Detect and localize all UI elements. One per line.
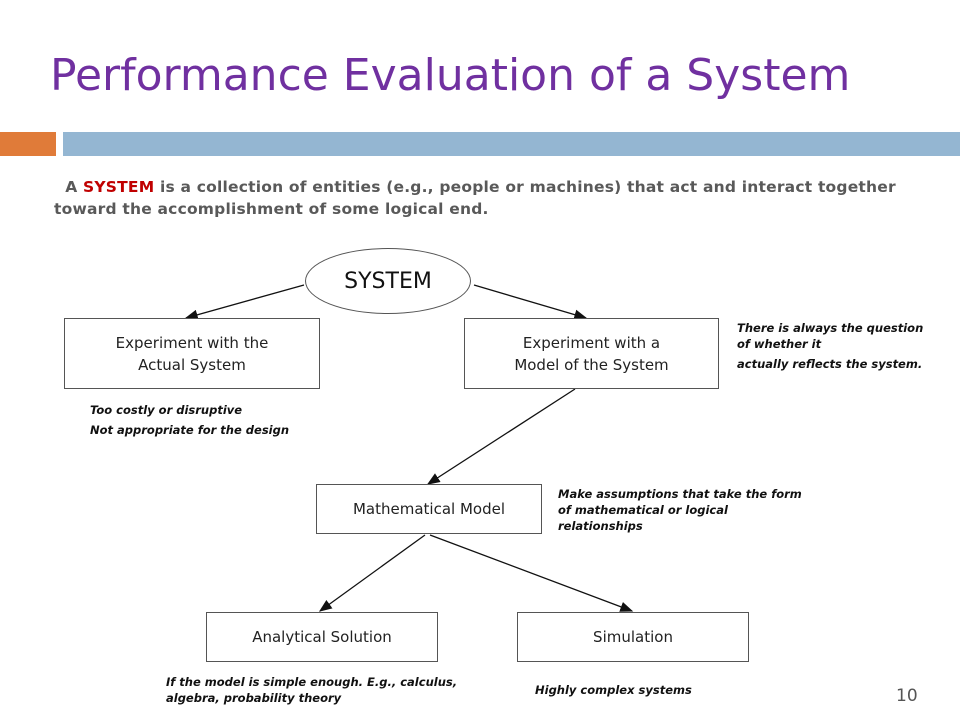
intro-rest: is a collection of entities (e.g., peopl…: [54, 178, 896, 218]
simulation-node: Simulation: [517, 612, 749, 662]
actual-system-note: Too costly or disruptive Not appropriate…: [90, 400, 320, 440]
intro-prefix: A: [65, 178, 83, 196]
arrow-math-to-analytical: [318, 534, 426, 612]
system-node: SYSTEM: [305, 248, 471, 314]
arrow-model-to-math: [426, 388, 576, 485]
arrow-system-to-actual: [184, 284, 305, 320]
math-model-note: Make assumptions that take the form of m…: [558, 487, 802, 533]
slide-title: Performance Evaluation of a System: [50, 50, 851, 101]
actual-system-line2: Actual System: [138, 355, 246, 374]
analytical-solution-node: Analytical Solution: [206, 612, 438, 662]
actual-note-line2: Not appropriate for the design: [90, 423, 290, 437]
arrow-system-to-model: [473, 284, 588, 320]
page-number: 10: [896, 686, 918, 706]
accent-bar-orange: [0, 132, 56, 156]
actual-system-line1: Experiment with the: [115, 333, 269, 352]
analytical-note: If the model is simple enough. E.g., cal…: [166, 675, 458, 705]
model-system-line1: Experiment with a: [522, 333, 661, 352]
model-system-node: Experiment with a Model of the System: [464, 318, 719, 389]
actual-note-line1: Too costly or disruptive: [90, 403, 243, 417]
model-note-line1: There is always the question of whether …: [737, 321, 924, 351]
simulation-note: Highly complex systems: [535, 683, 692, 697]
arrow-math-to-simulation: [429, 534, 634, 612]
model-note-line2: actually reflects the system.: [737, 357, 923, 371]
accent-bar-blue: [63, 132, 960, 156]
system-definition: A SYSTEM is a collection of entities (e.…: [54, 176, 934, 220]
model-system-note: There is always the question of whether …: [737, 320, 937, 372]
system-highlight: SYSTEM: [83, 178, 155, 196]
model-system-line2: Model of the System: [514, 355, 669, 374]
math-model-node: Mathematical Model: [316, 484, 542, 534]
